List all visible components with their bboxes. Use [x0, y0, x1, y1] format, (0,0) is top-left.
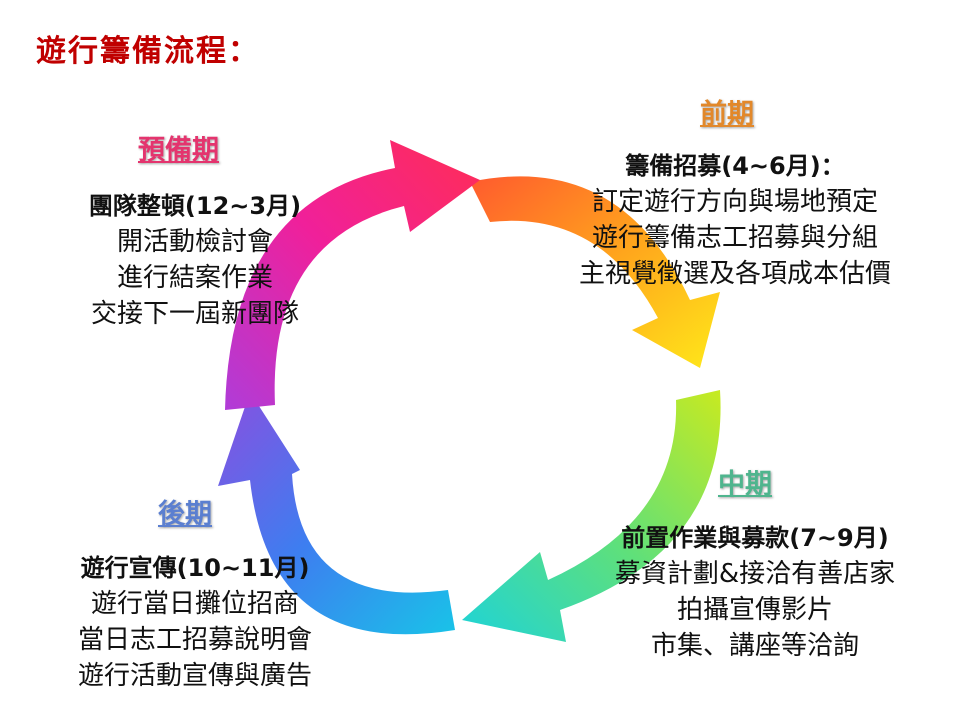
phase-item: 募資計劃&接洽有善店家: [614, 559, 896, 589]
cycle-arrow-early: [470, 176, 720, 368]
phase-heading-prep: 團隊整頓(12~3月): [88, 192, 302, 220]
phase-heading-mid: 前置作業與募款(7~9月): [621, 524, 889, 552]
cycle-arrow-late: [218, 392, 455, 635]
phase-heading-late: 遊行宣傳(10~11月): [80, 554, 310, 582]
phase-label-early: 前期: [700, 99, 754, 130]
cycle-arrow-mid: [462, 390, 721, 642]
phase-heading-early: 籌備招募(4~6月)：: [625, 152, 845, 180]
phase-block-mid: 前置作業與募款(7~9月) 募資計劃&接洽有善店家 拍攝宣傳影片 市集、講座等洽…: [560, 520, 950, 664]
phase-block-prep: 團隊整頓(12~3月) 開活動檢討會 進行結案作業 交接下一屆新團隊: [60, 188, 330, 332]
phase-label-prep: 預備期: [138, 135, 219, 166]
phase-block-late: 遊行宣傳(10~11月) 遊行當日攤位招商 當日志工招募說明會 遊行活動宣傳與廣…: [40, 550, 350, 694]
phase-item: 當日志工招募說明會: [77, 625, 312, 655]
phase-item: 市集、講座等洽詢: [650, 631, 859, 661]
page-title: 遊行籌備流程：: [36, 34, 260, 69]
phase-item: 遊行籌備志工招募與分組: [591, 223, 878, 253]
phase-label-mid: 中期: [718, 469, 772, 500]
cycle-arrow-prep: [225, 140, 480, 410]
phase-item: 拍攝宣傳影片: [676, 595, 833, 625]
phase-item: 遊行活動宣傳與廣告: [77, 661, 312, 691]
phase-item: 遊行當日攤位招商: [90, 589, 299, 619]
phase-item: 交接下一屆新團隊: [90, 299, 299, 329]
phase-block-early: 籌備招募(4~6月)： 訂定遊行方向與場地預定 遊行籌備志工招募與分組 主視覺徵…: [540, 148, 930, 292]
phase-label-late: 後期: [158, 499, 212, 530]
phase-item: 進行結案作業: [116, 263, 273, 293]
phase-item: 開活動檢討會: [116, 227, 273, 257]
phase-item: 訂定遊行方向與場地預定: [591, 187, 878, 217]
phase-item: 主視覺徵選及各項成本估價: [578, 259, 891, 289]
